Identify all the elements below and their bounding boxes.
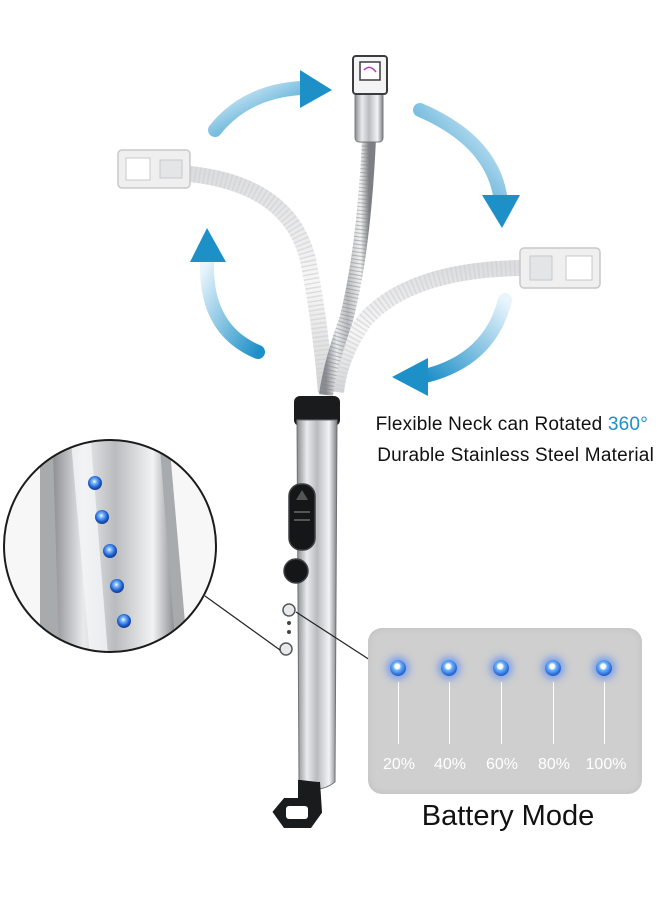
- zoom-led-4: [110, 579, 124, 593]
- arrow-head-icon: [392, 358, 428, 396]
- ghost-neck-right: [328, 247, 601, 394]
- feature-caption-prefix: Flexible Neck can Rotated: [375, 414, 608, 435]
- rotation-degrees: 360°: [607, 414, 648, 435]
- battery-tick: [553, 682, 554, 744]
- battery-level-label: 80%: [537, 756, 571, 773]
- hanging-loop: [272, 780, 323, 828]
- battery-led-icon: [596, 660, 612, 676]
- battery-led-icon: [545, 660, 561, 676]
- arrow-top-right-icon: [413, 103, 507, 202]
- lighter-handle: [272, 396, 340, 828]
- battery-led-icon: [493, 660, 509, 676]
- zoom-led-5: [117, 614, 131, 628]
- ignition-button: [283, 558, 309, 584]
- battery-tick: [449, 682, 450, 744]
- arrow-bottom-right-icon: [418, 293, 512, 383]
- main-neck: [319, 55, 388, 396]
- zoom-connector: [204, 595, 281, 651]
- arrow-head-icon: [300, 70, 332, 108]
- battery-level-label: 60%: [485, 756, 519, 773]
- feature-caption-material: Durable Stainless Steel Material: [377, 445, 654, 466]
- battery-level-label: 40%: [433, 756, 467, 773]
- arrow-head-icon: [190, 228, 226, 262]
- feature-caption-neck: Flexible Neck can Rotated 360°: [376, 414, 648, 436]
- battery-tick: [604, 682, 605, 744]
- battery-level-label: 20%: [382, 756, 416, 773]
- zoom-magnifier: [3, 439, 217, 653]
- battery-connector: [295, 611, 371, 661]
- ghost-neck-left: [117, 149, 334, 393]
- zoom-led-2: [95, 510, 109, 524]
- battery-mode-title: Battery Mode: [421, 800, 595, 832]
- arrow-head-icon: [482, 195, 520, 228]
- battery-led-icon: [390, 660, 406, 676]
- slider-button: [288, 483, 316, 551]
- neck-collar: [354, 91, 384, 143]
- battery-tick: [501, 682, 502, 744]
- rotation-arrows: [190, 70, 520, 396]
- battery-indicator-panel: 20% 40% 60% 80% 100%: [368, 628, 642, 794]
- arrow-bottom-left-icon: [199, 255, 265, 359]
- battery-tick: [398, 682, 399, 744]
- battery-level-label: 100%: [585, 756, 627, 773]
- arrow-top-left-icon: [208, 81, 307, 137]
- zoom-led-3: [103, 544, 117, 558]
- zoom-led-1: [88, 476, 102, 490]
- battery-led-icon: [441, 660, 457, 676]
